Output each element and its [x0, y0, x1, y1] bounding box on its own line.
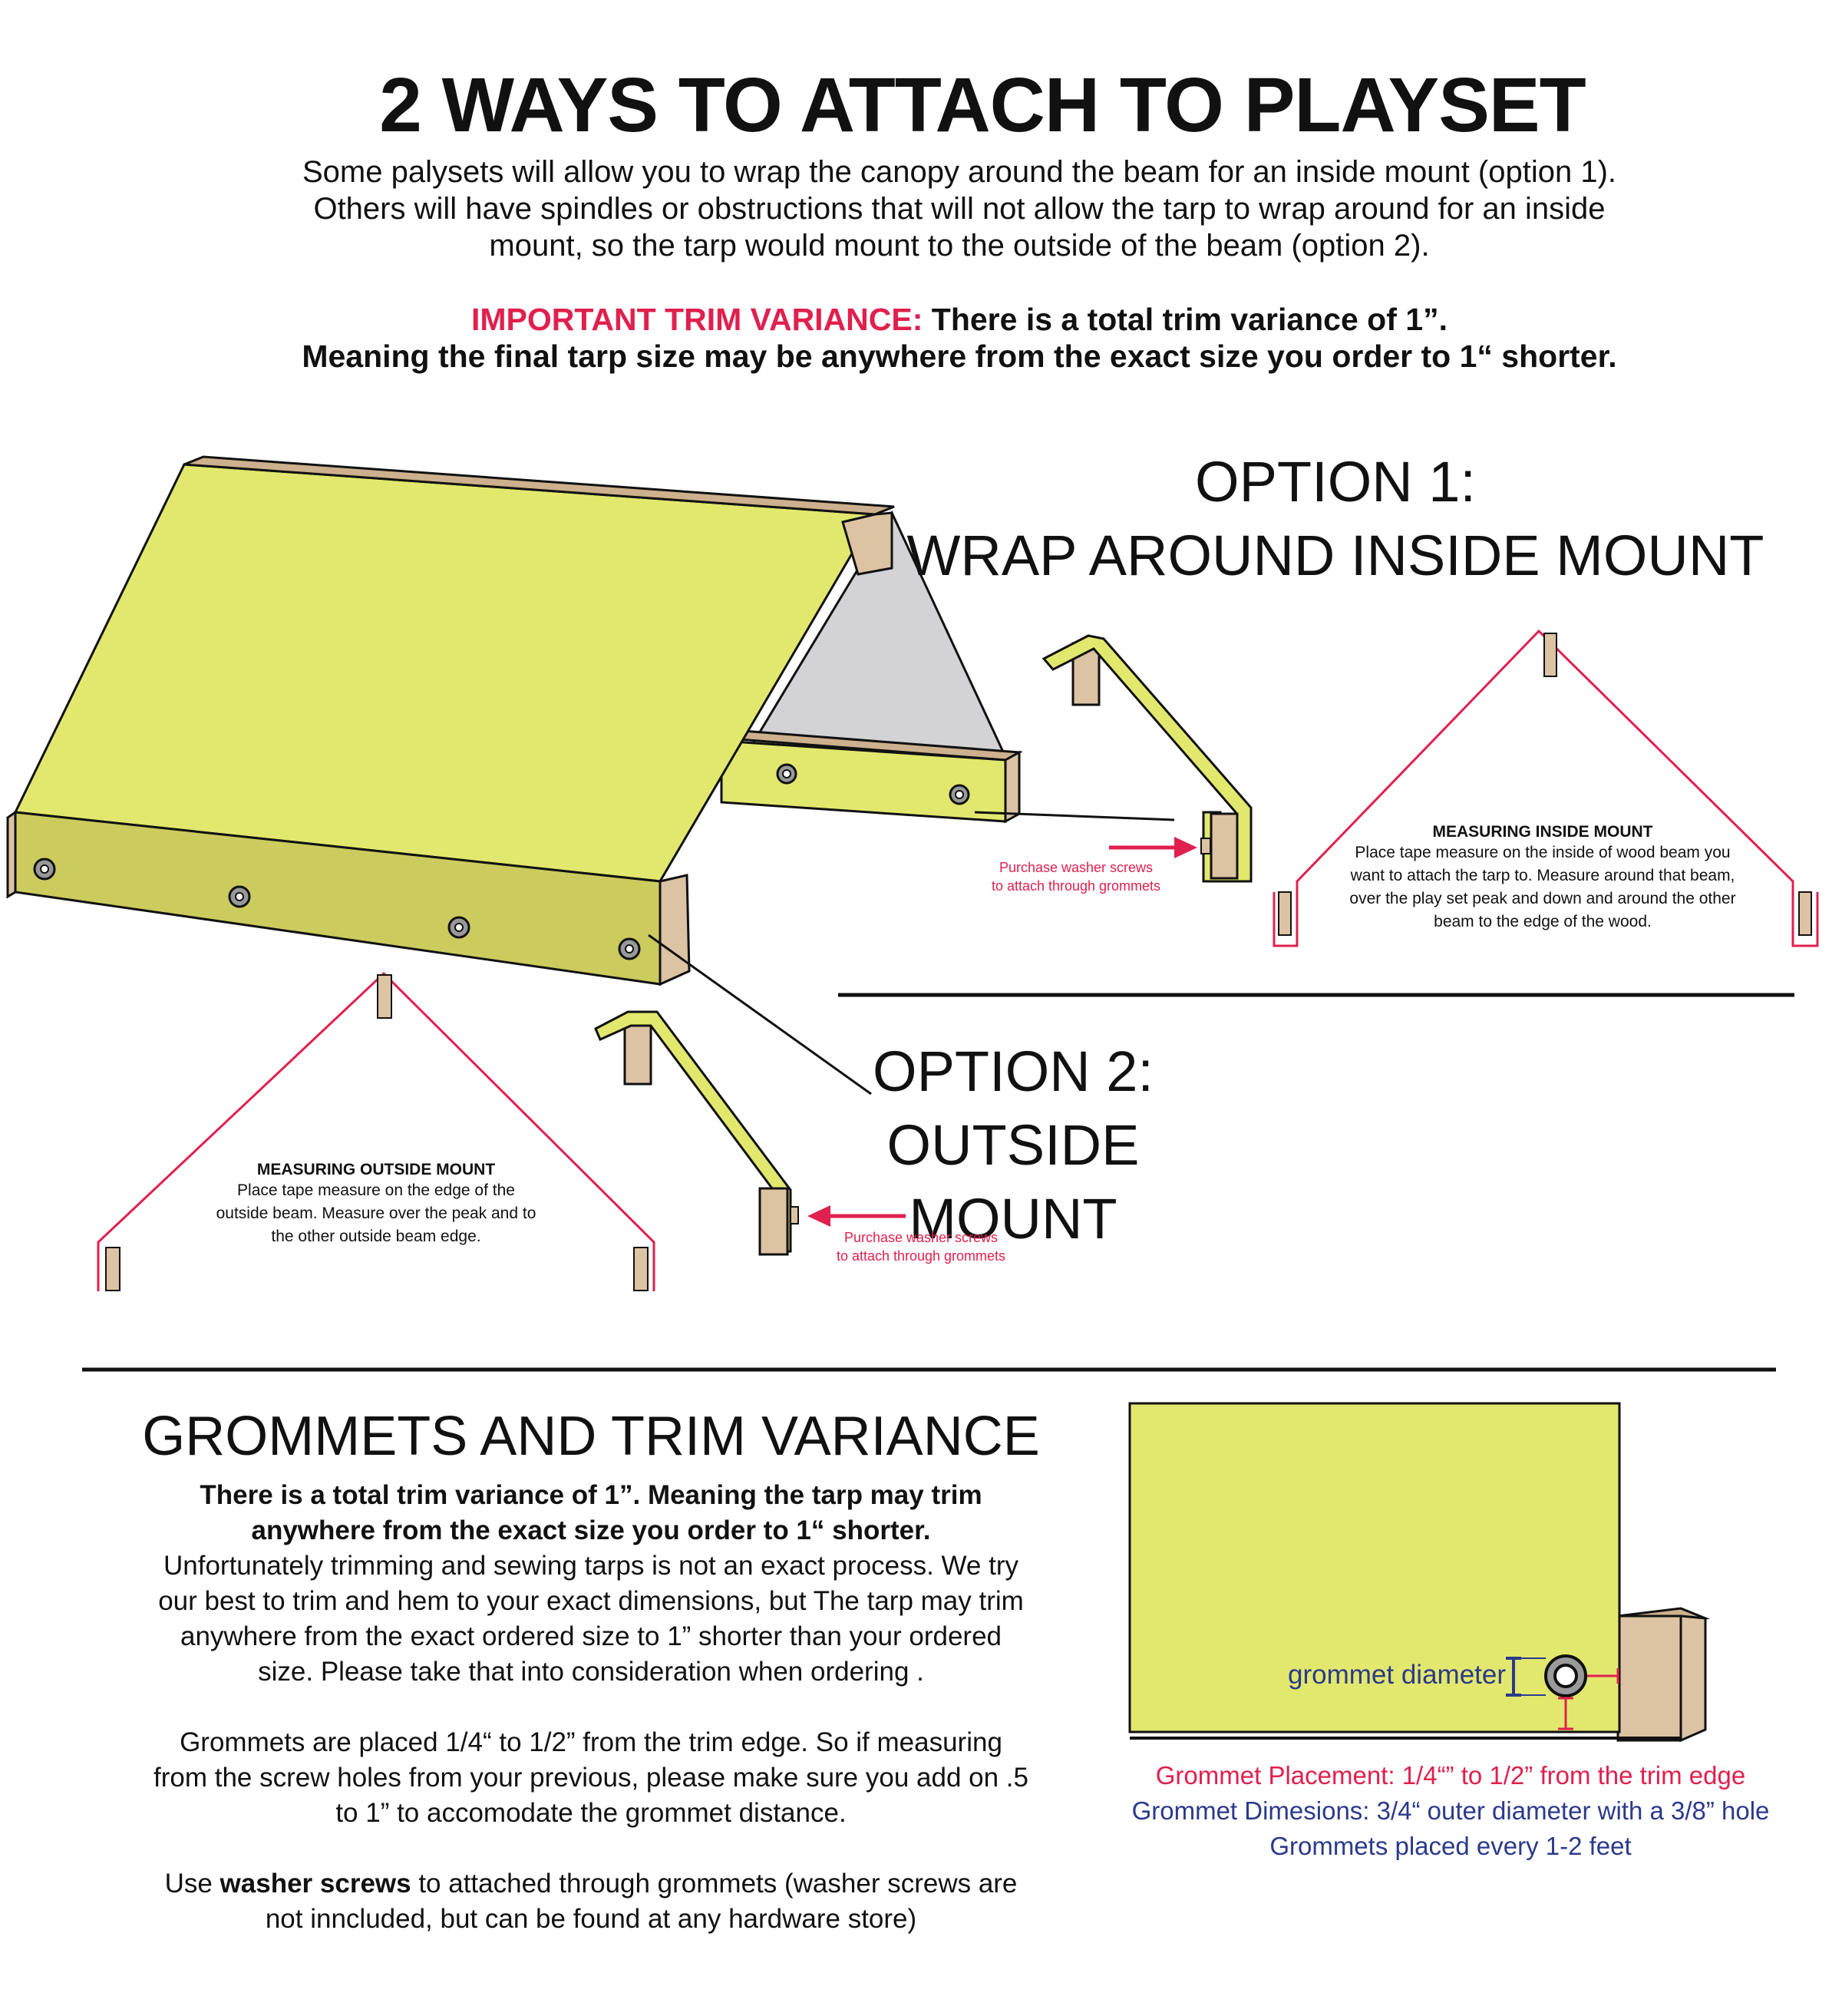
grommets-bold-line: anywhere from the exact size you order t…	[251, 1515, 931, 1545]
inside-measure-note: MEASURING INSIDE MOUNT Place tape measur…	[1305, 823, 1781, 934]
grommets-text-line: our best to trim and hem to your exact d…	[158, 1586, 1024, 1616]
measure-line-text: beam to the edge of the wood.	[1434, 913, 1652, 930]
grommet-dimensions-text: Grommet Dimesions: 3/4“ outer diameter w…	[1131, 1796, 1770, 1825]
hint-line: Purchase washer screws	[843, 1230, 999, 1245]
tarp-wrap-strip	[1041, 634, 1253, 883]
beam	[1616, 1614, 1682, 1742]
grommets-text-line: size. Please take that into consideratio…	[258, 1657, 924, 1687]
option1-heading: OPTION 1: WRAP AROUND INSIDE MOUNT	[906, 445, 1765, 593]
inside-measure-diagram	[1273, 629, 1819, 947]
option2-line: OPTION 2:	[873, 1039, 1154, 1103]
measure-line-text: outside beam. Measure over the peak and …	[216, 1205, 536, 1222]
back-beam-end	[1004, 750, 1021, 824]
peak-beam-end	[841, 511, 893, 576]
grommet-spacing-text: Grommets placed every 1-2 feet	[1269, 1832, 1632, 1860]
outside-measure-note: MEASURING OUTSIDE MOUNT Place tape measu…	[161, 1161, 591, 1248]
measure-line-text: want to attach the tarp to. Measure arou…	[1350, 867, 1735, 884]
front-beam-left	[6, 810, 17, 899]
grommet-icon	[447, 916, 470, 939]
side-beam	[633, 1247, 649, 1291]
side-beam	[1798, 891, 1812, 936]
grommets-text-line: to 1” to accomodate the grommet distance…	[335, 1798, 847, 1828]
tarp-roof	[13, 463, 877, 883]
front-beam-end	[659, 874, 691, 987]
outside-mount-detail	[594, 1010, 906, 1256]
measure-line-text: Place tape measure on the inside of wood…	[1355, 844, 1731, 861]
measure-line-text: Place tape measure on the edge of the	[237, 1182, 515, 1199]
page-title: 2 WAYS TO ATTACH TO PLAYSET	[379, 62, 1586, 148]
grommets-text-line: from the screw holes from your previous,…	[154, 1763, 1028, 1793]
grommets-text-line: to attached through grommets (washer scr…	[411, 1869, 1018, 1899]
washer-screws-emphasis: washer screws	[220, 1869, 411, 1899]
grommet-diagram	[1128, 1402, 1710, 1743]
grommet-diameter-label: grommet diameter	[1288, 1660, 1506, 1690]
hint-line: Purchase washer screws	[999, 860, 1154, 875]
outside-measure-title: MEASURING OUTSIDE MOUNT	[256, 1161, 496, 1178]
grommets-text-line: Grommets are placed 1/4“ to 1/2” from th…	[180, 1727, 1002, 1757]
trim-variance-text: Meaning the final tarp size may be anywh…	[302, 339, 1617, 374]
grommet-icon	[1544, 1654, 1587, 1697]
trim-variance-note: IMPORTANT TRIM VARIANCE: There is a tota…	[200, 301, 1719, 375]
intro-text: Some palysets will allow you to wrap the…	[200, 154, 1719, 264]
peak-beam	[623, 1020, 652, 1086]
hint-line: to attach through grommets	[836, 1248, 1006, 1264]
outside-measure-diagram	[97, 971, 655, 1291]
trim-variance-label: IMPORTANT TRIM VARIANCE:	[471, 302, 923, 337]
trim-variance-text: There is a total trim variance of 1”.	[923, 302, 1448, 337]
option2-line: OUTSIDE MOUNT	[886, 1113, 1140, 1251]
grommets-text-line: anywhere from the exact ordered size to …	[180, 1621, 1002, 1651]
grommet-specs: Grommet Placement: 1/4“” to 1/2” from th…	[1090, 1758, 1811, 1864]
option1-line: OPTION 1:	[1195, 450, 1476, 514]
mount-beam	[1210, 812, 1239, 880]
grommet-icon	[776, 763, 797, 785]
grommets-heading: GROMMETS AND TRIM VARIANCE	[142, 1406, 1040, 1467]
measure-line	[1273, 629, 1819, 947]
washer-screw-icon	[1200, 838, 1211, 854]
grommets-text-line: not inncluded, but can be found at any h…	[265, 1904, 917, 1934]
option1-line: WRAP AROUND INSIDE MOUNT	[906, 524, 1764, 587]
inside-mount-detail	[1041, 634, 1253, 883]
playset-illustration	[6, 455, 1175, 1096]
intro-line: Some palysets will allow you to wrap the…	[302, 155, 1617, 189]
grommet-icon	[949, 784, 970, 805]
grommets-text-line: Unfortunately trimming and sewing tarps …	[163, 1551, 1018, 1581]
intro-line: mount, so the tarp would mount to the ou…	[489, 229, 1430, 263]
tarp-top-edge	[183, 455, 895, 516]
option2-heading: OPTION 2: OUTSIDE MOUNT	[775, 1035, 1251, 1256]
inside-measure-title: MEASURING INSIDE MOUNT	[1432, 823, 1653, 841]
washer-screw-icon	[790, 1206, 799, 1224]
grommets-body: There is a total trim variance of 1”. Me…	[107, 1478, 1074, 1972]
grommets-text-line: Use	[164, 1869, 220, 1899]
peak-beam	[377, 974, 392, 1019]
side-beam	[105, 1247, 120, 1291]
grommet-icon	[618, 937, 641, 960]
grommet-icon	[228, 885, 251, 908]
peak-beam	[1543, 633, 1557, 677]
grommets-bold-line: There is a total trim variance of 1”. Me…	[200, 1480, 982, 1510]
hint-line: to attach through grommets	[991, 878, 1161, 894]
measure-line	[97, 971, 655, 1291]
grommet-placement-text: Grommet Placement: 1/4“” to 1/2” from th…	[1155, 1761, 1746, 1790]
grommet-icon	[33, 858, 56, 881]
red-arrow-head	[1174, 837, 1197, 858]
mount-beam	[758, 1187, 789, 1256]
red-arrow-head	[807, 1205, 830, 1227]
option1-hint: Purchase washer screws to attach through…	[969, 858, 1183, 895]
beam-side	[1679, 1614, 1707, 1743]
tarp-sample	[1128, 1402, 1621, 1733]
intro-line: Others will have spindles or obstruction…	[313, 192, 1606, 226]
pointer-line	[648, 934, 872, 1096]
measure-line-text: the other outside beam edge.	[271, 1228, 481, 1245]
measure-line-text: over the play set peak and down and arou…	[1349, 890, 1736, 907]
side-beam	[1278, 891, 1292, 936]
pointer-line	[974, 811, 1175, 821]
option2-hint: Purchase washer screws to attach through…	[814, 1228, 1028, 1265]
